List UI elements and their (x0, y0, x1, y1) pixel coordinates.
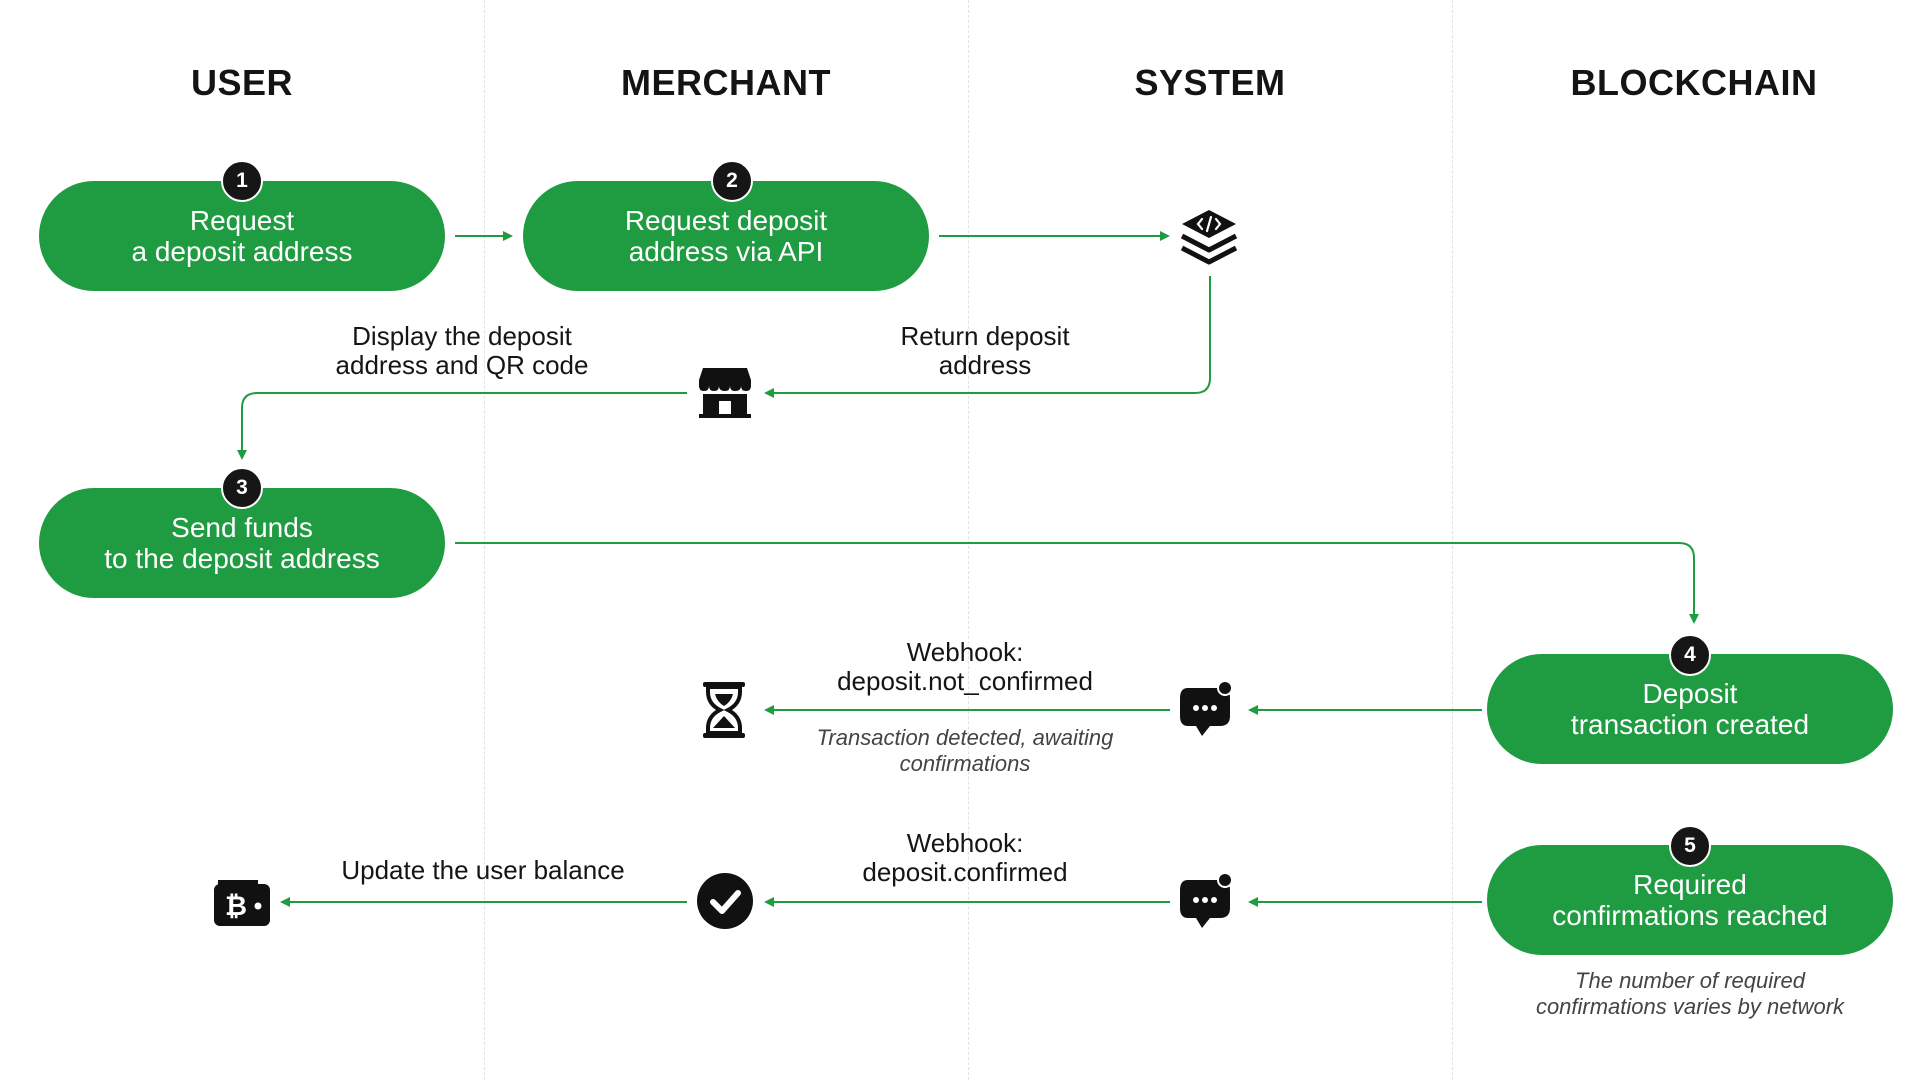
note-awaiting-confirmations: Transaction detected, awaiting confirmat… (816, 725, 1114, 776)
bitcoin-wallet-icon: ₿ (212, 876, 272, 928)
lane-header-merchant: MERCHANT (621, 62, 831, 103)
lane-header-user: USER (190, 62, 294, 103)
arrow-step3-to-step4 (455, 542, 1699, 624)
step-4-badge: 4 (1669, 634, 1711, 676)
lane-divider (1452, 0, 1453, 1080)
step-5-label: Required confirmations reached (1552, 869, 1828, 931)
storefront-icon (697, 366, 753, 420)
hourglass-icon (701, 680, 747, 740)
step-2-badge: 2 (711, 160, 753, 202)
code-stack-icon (1178, 206, 1240, 268)
step-1-label: Request a deposit address (131, 205, 353, 267)
label-display-qr: Display the deposit address and QR code (335, 321, 589, 380)
step-4-label: Deposit transaction created (1570, 678, 1810, 740)
step-5-badge: 5 (1669, 825, 1711, 867)
step-3-label: Send funds to the deposit address (104, 512, 380, 574)
arrow-store-to-step3 (237, 392, 687, 460)
chat-notification-icon (1178, 680, 1234, 738)
lane-divider (484, 0, 485, 1080)
svg-text:₿: ₿ (225, 891, 247, 922)
chat-notification-icon (1178, 872, 1234, 930)
step-3-send-funds: Send funds to the deposit address (39, 488, 445, 598)
check-circle-icon (696, 872, 754, 930)
note-confirmations-vary: The number of required confirmations var… (1535, 968, 1845, 1019)
lane-header-blockchain: BLOCKCHAIN (1570, 62, 1818, 103)
step-1-badge: 1 (221, 160, 263, 202)
arrow-system-to-store (764, 276, 1211, 398)
label-webhook-confirmed: Webhook: deposit.confirmed (862, 828, 1068, 887)
lane-divider (968, 0, 969, 1080)
step-3-badge: 3 (221, 467, 263, 509)
lane-header-system: SYSTEM (1134, 62, 1286, 103)
step-2-label: Request deposit address via API (624, 205, 828, 267)
label-update-balance: Update the user balance (341, 855, 625, 885)
label-webhook-not-confirmed: Webhook: deposit.not_confirmed (837, 637, 1093, 696)
label-return-address: Return deposit address (900, 321, 1070, 380)
